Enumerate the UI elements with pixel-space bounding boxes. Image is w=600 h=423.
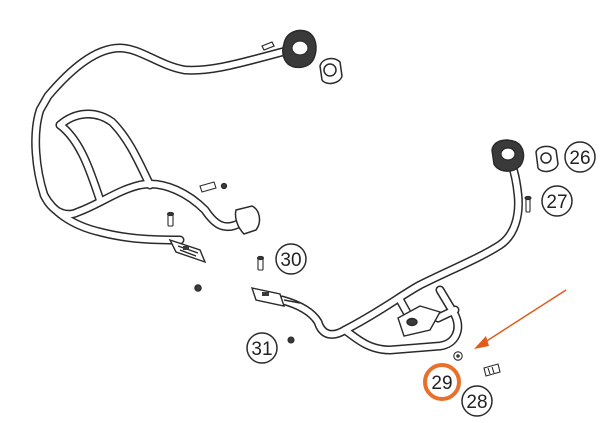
screw-mid-upper — [199, 181, 228, 193]
screw-28 — [483, 363, 501, 377]
screw-30 — [256, 255, 265, 271]
bushing-top — [319, 57, 343, 85]
clamp-right — [491, 139, 525, 172]
callout-29[interactable]: 29 — [423, 363, 461, 401]
crash-bar-frame — [31, 43, 523, 355]
hardware — [166, 181, 532, 377]
callout-27-label: 27 — [546, 192, 567, 213]
callout-31: 31 — [246, 332, 278, 364]
mount-tab-left — [234, 205, 261, 235]
callout-31-label: 31 — [251, 339, 272, 360]
clamp-top — [282, 29, 317, 69]
bushing-right — [535, 145, 559, 173]
callout-28: 28 — [461, 385, 493, 417]
nut-29 — [453, 351, 463, 361]
callout-27: 27 — [541, 185, 573, 217]
screw-27 — [524, 195, 532, 213]
callout-26-label: 26 — [569, 148, 590, 169]
callout-28-label: 28 — [466, 392, 487, 413]
callout-30: 30 — [275, 243, 307, 275]
clamp-bracket-lower — [250, 287, 301, 307]
clamp-bracket-upper — [168, 238, 207, 264]
screw-left — [166, 211, 175, 227]
pointer-arrow — [474, 289, 567, 349]
nut-31 — [287, 336, 295, 344]
nut-left — [194, 284, 202, 292]
callout-30-label: 30 — [280, 250, 301, 271]
callout-29-label: 29 — [431, 373, 452, 394]
lower-mount-bracket — [397, 305, 442, 337]
callout-26: 26 — [564, 141, 596, 173]
screw-top — [261, 41, 275, 51]
